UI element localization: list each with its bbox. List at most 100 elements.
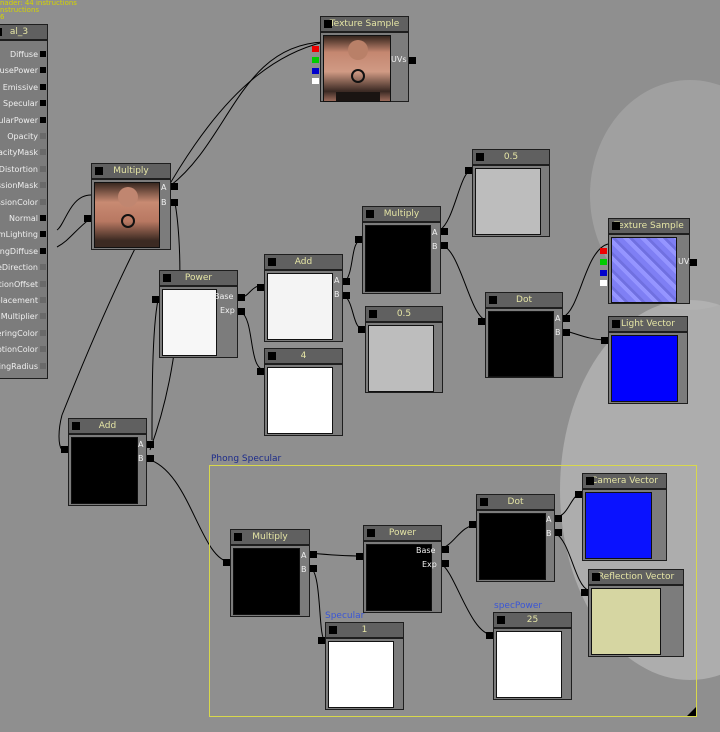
dot-node[interactable]: Dot A B: [478, 292, 570, 378]
blue-channel-pin[interactable]: [312, 68, 319, 74]
output-pin[interactable]: [690, 259, 697, 266]
output-pin[interactable]: [84, 215, 91, 222]
light-vector-node[interactable]: Light Vector: [601, 316, 688, 404]
output-pin[interactable]: [469, 521, 476, 528]
output-pin[interactable]: [601, 337, 608, 344]
material-input-pin[interactable]: [40, 329, 46, 336]
input-b-pin[interactable]: [310, 565, 317, 572]
material-input-pin[interactable]: [40, 362, 46, 369]
material-input-pin[interactable]: [40, 182, 46, 189]
material-input-pin[interactable]: [40, 67, 46, 74]
black-preview: [488, 311, 554, 377]
scalar-parameter-node[interactable]: 25: [486, 612, 572, 700]
input-b-pin[interactable]: [343, 292, 350, 299]
material-input-label: Diffuse: [9, 50, 38, 59]
output-pin[interactable]: [358, 326, 365, 333]
alpha-channel-pin[interactable]: [312, 78, 319, 84]
dot-node[interactable]: Dot A B: [469, 494, 562, 582]
input-exp-pin[interactable]: [238, 308, 245, 315]
output-pin[interactable]: [257, 284, 264, 291]
constant-node[interactable]: 0.5: [465, 149, 550, 237]
material-input-pin[interactable]: [40, 264, 46, 271]
node-title: Multiply: [91, 163, 171, 179]
light-yellow-preview: [591, 588, 661, 655]
input-b-pin[interactable]: [147, 455, 154, 462]
green-channel-pin[interactable]: [312, 57, 319, 63]
input-a-pin[interactable]: [171, 183, 178, 190]
material-input-pin[interactable]: [40, 297, 46, 303]
output-pin[interactable]: [581, 589, 588, 596]
camera-vector-node[interactable]: Camera Vector: [575, 473, 667, 561]
blue-channel-pin[interactable]: [600, 270, 607, 276]
input-b-pin[interactable]: [441, 242, 448, 249]
material-input-pin[interactable]: [40, 133, 46, 139]
material-input-pin[interactable]: [40, 231, 46, 238]
output-pin[interactable]: [478, 318, 485, 325]
input-b-label: B: [334, 290, 340, 299]
output-pin[interactable]: [356, 553, 363, 560]
node-title: Add: [68, 418, 147, 434]
scalar-parameter-node[interactable]: 1: [318, 622, 404, 710]
parameter-name: specPower: [494, 601, 543, 611]
power-node[interactable]: Power Base Exp: [152, 270, 245, 358]
output-pin[interactable]: [409, 57, 416, 64]
input-b-pin[interactable]: [563, 329, 570, 336]
material-input-pin[interactable]: [40, 165, 46, 172]
material-input-pin[interactable]: [40, 280, 46, 287]
input-base-pin[interactable]: [238, 294, 245, 301]
add-node[interactable]: Add A B: [257, 254, 350, 342]
resize-handle[interactable]: [687, 707, 696, 716]
power-node[interactable]: Power Base Exp: [356, 525, 449, 613]
output-pin[interactable]: [223, 559, 230, 566]
material-input-pin[interactable]: [40, 247, 46, 254]
output-pin[interactable]: [257, 368, 264, 375]
material-input-pin[interactable]: [40, 116, 46, 123]
material-input-label: Opacity: [7, 132, 38, 141]
material-input-pin[interactable]: [40, 100, 46, 107]
material-input-pin[interactable]: [40, 346, 46, 353]
input-a-pin[interactable]: [147, 441, 154, 448]
output-pin[interactable]: [465, 167, 472, 174]
multiply-node[interactable]: Multiply A B: [84, 163, 178, 250]
output-pin[interactable]: [355, 236, 362, 243]
input-b-pin[interactable]: [171, 199, 178, 206]
texture-sample-node[interactable]: Texture Sample UVs: [600, 218, 697, 304]
constant-node[interactable]: 0.5: [358, 306, 443, 393]
character-texture-preview: [323, 35, 391, 102]
constant-node[interactable]: 4: [257, 348, 343, 436]
input-b-pin[interactable]: [555, 529, 562, 536]
material-input-pin[interactable]: [40, 83, 46, 90]
input-b-label: B: [555, 328, 561, 337]
input-base-pin[interactable]: [442, 546, 449, 553]
material-input-pin[interactable]: [40, 215, 46, 221]
material-input-pin[interactable]: [40, 313, 46, 320]
add-node[interactable]: Add A B: [61, 418, 154, 506]
red-channel-pin[interactable]: [600, 248, 607, 254]
input-a-pin[interactable]: [310, 551, 317, 558]
multiply-node[interactable]: Multiply A B: [223, 529, 317, 617]
material-input-pin[interactable]: [40, 149, 46, 156]
output-pin[interactable]: [318, 637, 325, 644]
output-pin[interactable]: [61, 446, 68, 453]
input-a-pin[interactable]: [563, 315, 570, 322]
input-a-pin[interactable]: [441, 228, 448, 235]
output-pin[interactable]: [152, 296, 159, 303]
material-input-pin[interactable]: [40, 51, 46, 57]
comment-group-box[interactable]: [209, 465, 697, 717]
input-a-pin[interactable]: [555, 515, 562, 522]
input-a-pin[interactable]: [343, 278, 350, 285]
reflection-vector-node[interactable]: Reflection Vector: [581, 569, 684, 657]
node-body: A B: [68, 434, 147, 506]
output-pin[interactable]: [575, 491, 582, 498]
multiply-node[interactable]: Multiply A B: [355, 206, 448, 294]
input-exp-pin[interactable]: [442, 560, 449, 567]
material-input-pin[interactable]: [40, 198, 46, 205]
alpha-channel-pin[interactable]: [600, 280, 607, 286]
output-pin[interactable]: [486, 632, 493, 639]
green-channel-pin[interactable]: [600, 259, 607, 265]
red-channel-pin[interactable]: [312, 46, 319, 52]
texture-sample-node[interactable]: Texture Sample UVs: [312, 16, 416, 102]
wire: [439, 169, 473, 231]
